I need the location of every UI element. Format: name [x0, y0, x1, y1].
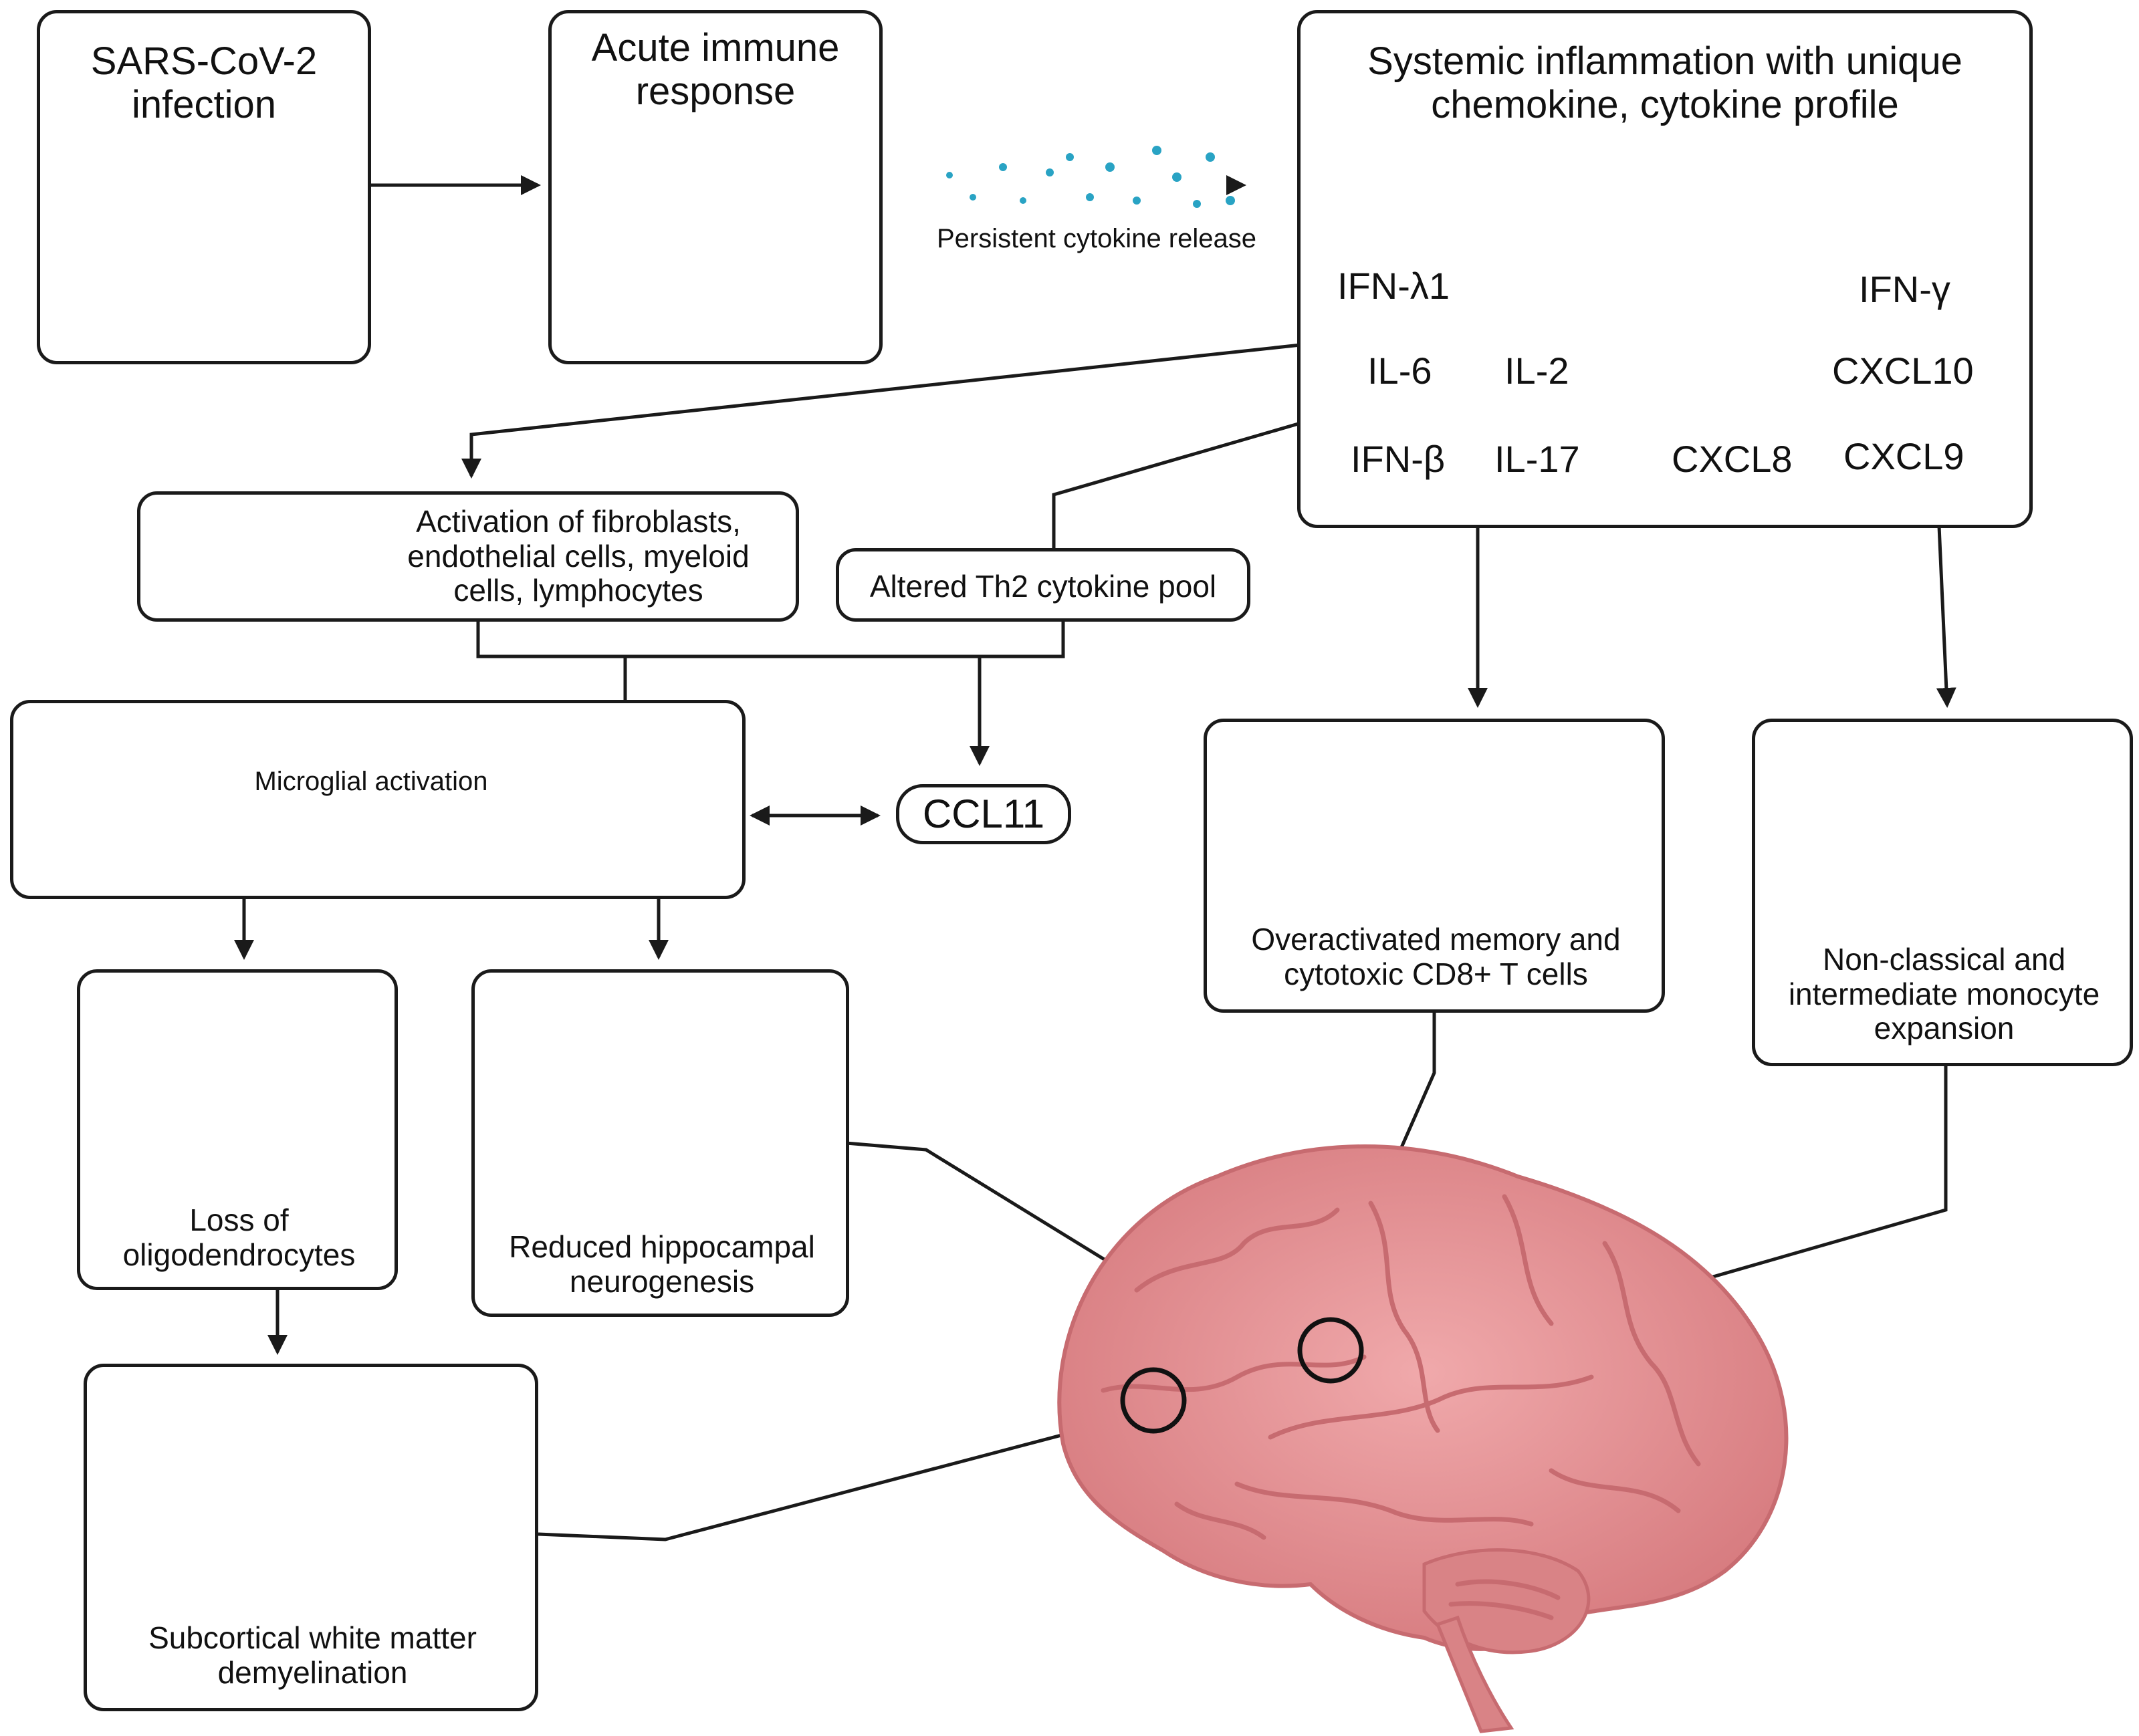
hippocampus-box: Reduced hippocampal neurogenesis: [471, 969, 849, 1317]
infection-label: SARS-CoV-2 infection: [90, 39, 318, 126]
cytokine-cxcl8: CXCL8: [1672, 438, 1793, 480]
microglia-box: Microglial activation: [10, 700, 746, 899]
arrow-systemic-to-activation: [461, 343, 1301, 479]
systemic-inflammation-label: Systemic inflammation with unique chemok…: [1367, 39, 1962, 126]
arrow-systemic-to-monocyte: [1936, 525, 1956, 708]
line-monocyte-to-brain: [1654, 1063, 1948, 1295]
acute-response-box: Acute immune response: [548, 10, 883, 364]
hippocampus-region-marker: [1297, 1317, 1364, 1384]
cytokine-cxcl9: CXCL9: [1843, 435, 1964, 477]
cytokine-cxcl10: CXCL10: [1832, 350, 1974, 392]
white-matter-region-marker: [1120, 1367, 1187, 1434]
systemic-inflammation-box: Systemic inflammation with unique chemok…: [1297, 10, 2033, 528]
cytokine-ifn-b: IFN-β: [1351, 438, 1446, 480]
cytokine-il6: IL-6: [1367, 350, 1432, 392]
persistent-release-label: Persistent cytokine release: [936, 224, 1256, 253]
line-merge: [476, 622, 1065, 658]
monocyte-box: Non-classical and intermediate monocyte …: [1752, 719, 2133, 1066]
t-cells-box: Overactivated memory and cytotoxic CD8+ …: [1204, 719, 1665, 1013]
acute-response-label: Acute immune response: [591, 26, 840, 113]
line-systemic-to-th2: [1052, 421, 1301, 548]
brain-icon: [1057, 1144, 1789, 1733]
cell-activation-label: Activation of fibroblasts, endothelial c…: [407, 504, 750, 608]
ccl11-box: CCL11: [896, 784, 1071, 844]
hippocampus-label: Reduced hippocampal neurogenesis: [509, 1229, 815, 1299]
white-matter-label: Subcortical white matter demyelination: [148, 1620, 477, 1690]
infection-box: SARS-CoV-2 infection: [37, 10, 371, 364]
oligodendrocyte-label: Loss of oligodendrocytes: [122, 1203, 356, 1272]
line-tcells-to-brain: [1395, 1013, 1436, 1158]
microglial-activation-label: Microglial activation: [254, 767, 488, 796]
white-matter-box: Subcortical white matter demyelination: [84, 1364, 538, 1711]
cytokine-ifn-g: IFN-γ: [1859, 268, 1950, 310]
cytokine-il17: IL-17: [1494, 438, 1580, 480]
cytokine-ifn-l1: IFN-λ1: [1337, 265, 1450, 307]
th2-pool-label: Altered Th2 cytokine pool: [869, 569, 1217, 604]
t-cells-label: Overactivated memory and cytotoxic CD8+ …: [1251, 922, 1621, 991]
oligodendrocyte-box: Loss of oligodendrocytes: [77, 969, 398, 1290]
connectors: [234, 175, 1956, 1541]
cytokine-il2: IL-2: [1504, 350, 1569, 392]
cytokine-release-dots: [946, 146, 1235, 208]
line-whitematter-to-brain: [538, 1415, 1131, 1541]
cell-activation-box: Activation of fibroblasts, endothelial c…: [137, 491, 799, 622]
monocyte-label: Non-classical and intermediate monocyte …: [1788, 942, 2100, 1046]
th2-pool-box: Altered Th2 cytokine pool: [836, 548, 1250, 622]
